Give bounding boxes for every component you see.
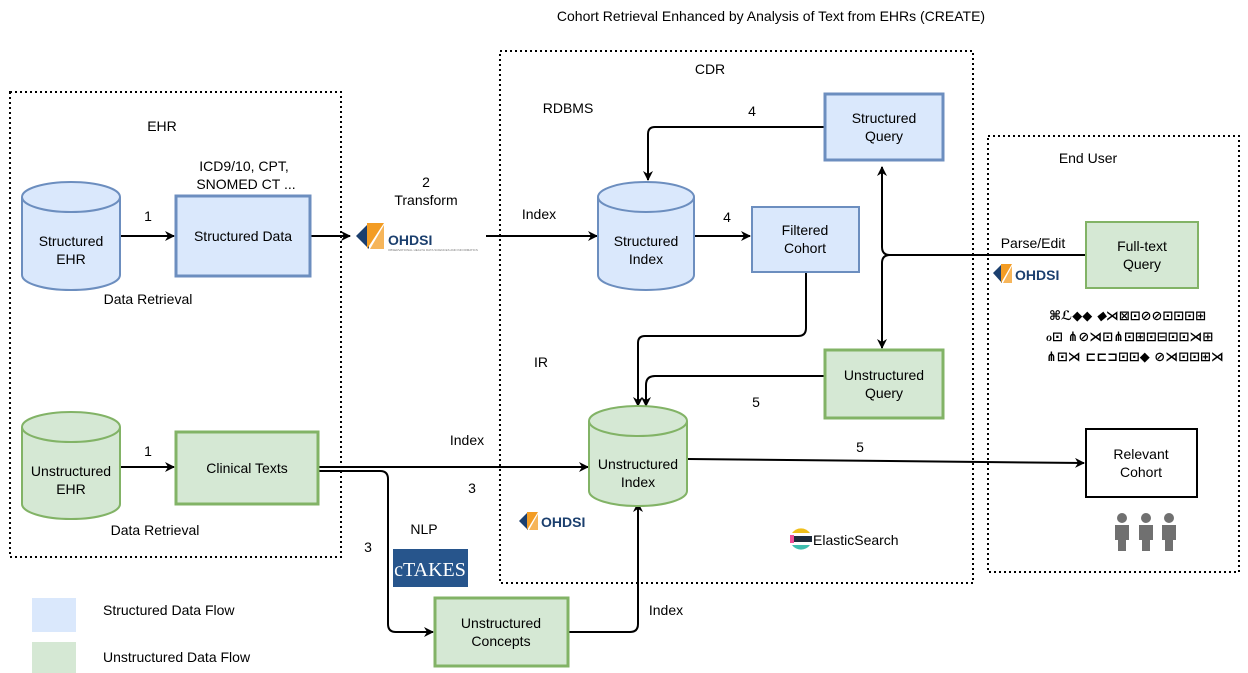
- unstructured-concepts-line1: Unstructured: [461, 615, 541, 631]
- structured-index-line1: Structured: [614, 233, 679, 249]
- person-icon: [1162, 513, 1176, 551]
- structured-query-box: Structured Query: [823, 92, 945, 162]
- edge-concepts-to-unstructured-index: [568, 502, 643, 633]
- structured-data-box: Structured Data: [174, 194, 312, 278]
- data-retrieval-unstructured-label: Data Retrieval: [111, 522, 200, 538]
- transform-label: Transform: [394, 192, 457, 208]
- edge-fulltext-to-unstructured-query: [877, 254, 891, 349]
- structured-ehr-line2: EHR: [56, 251, 86, 267]
- unstructured-query-line1: Unstructured: [844, 367, 924, 383]
- structured-index-line2: Index: [629, 251, 663, 267]
- cdr-region-label: CDR: [695, 61, 725, 77]
- svg-text:⋔⊡⋊ ⊏⊏⊐⊡⊡◆ ⊘⋊⊡⊡⊞⋊: ⋔⊡⋊ ⊏⊏⊐⊡⊡◆ ⊘⋊⊡⊡⊞⋊: [1046, 350, 1224, 365]
- index-label-structured: Index: [522, 206, 556, 222]
- unstructured-concepts-box: Unstructured Concepts: [433, 596, 570, 668]
- ohdsi-logo-main-tagline: OBSERVATIONAL HEALTH DATA SCIENCES AND I…: [388, 248, 478, 252]
- step-1-structured-label: 1: [144, 208, 152, 224]
- elasticsearch-logo: [790, 528, 812, 550]
- nlp-label: NLP: [410, 521, 437, 537]
- svg-text:⌘ℒ◆◆ ⬥⋊⊠⊡⊘⊘⊡⊡⊡⊞: ⌘ℒ◆◆ ⬥⋊⊠⊡⊘⊘⊡⊡⊡⊞: [1049, 309, 1206, 324]
- unstructured-query-box: Unstructured Query: [823, 348, 945, 420]
- person-icon: [1115, 513, 1129, 551]
- structured-index: Structured Index: [597, 181, 695, 291]
- edge-texts-to-concepts: [318, 470, 434, 637]
- legend-unstructured-label: Unstructured Data Flow: [103, 649, 251, 665]
- ctakes-logo: cTAKES: [393, 549, 468, 587]
- users-icon: [1115, 513, 1176, 551]
- index-label-concepts: Index: [649, 602, 683, 618]
- edge-unstructured-index-to-relevant-cohort: [687, 457, 1085, 468]
- unstructured-concepts-line2: Concepts: [471, 633, 530, 649]
- filtered-cohort-box: Filtered Cohort: [751, 206, 860, 273]
- rdbms-label: RDBMS: [543, 100, 594, 116]
- ir-label: IR: [534, 354, 548, 370]
- unstructured-index-line2: Index: [621, 474, 655, 490]
- ohdsi-logo-ir: OHDSI: [519, 512, 585, 530]
- relevant-cohort-box: Relevant Cohort: [1085, 428, 1198, 498]
- icd-codes-line2: SNOMED CT ...: [196, 176, 295, 192]
- legend-unstructured-swatch: [32, 642, 76, 673]
- parse-edit-label: Parse/Edit: [1001, 235, 1066, 251]
- unstructured-ehr-line2: EHR: [56, 481, 86, 497]
- unstructured-ehr-line1: Unstructured: [31, 463, 111, 479]
- unstructured-index-line1: Unstructured: [598, 456, 678, 472]
- full-text-query-line1: Full-text: [1117, 238, 1167, 254]
- step-3-index-label: 3: [468, 480, 476, 496]
- legend-structured-swatch: [32, 598, 76, 632]
- data-retrieval-structured-label: Data Retrieval: [104, 291, 193, 307]
- index-label-texts: Index: [450, 432, 484, 448]
- legend-structured-label: Structured Data Flow: [103, 602, 235, 618]
- structured-ehr-line1: Structured: [39, 233, 104, 249]
- decorative-glyph-text: ⌘ℒ◆◆ ⬥⋊⊠⊡⊘⊘⊡⊡⊡⊞ ℴ⊡ ⋔⊘⋊⊡⋔⊡⊞⊡⊟⊡⊡⋊⊞ ⋔⊡⋊ ⊏⊏⊐…: [1046, 309, 1224, 365]
- ohdsi-logo-end-user: OHDSI: [993, 264, 1059, 283]
- filtered-cohort-line1: Filtered: [782, 222, 829, 238]
- ohdsi-logo-ir-text: OHDSI: [541, 514, 585, 530]
- full-text-query-line2: Query: [1123, 256, 1161, 272]
- person-icon: [1139, 513, 1153, 551]
- transform-step-number: 2: [422, 174, 430, 190]
- relevant-cohort-line1: Relevant: [1113, 446, 1168, 462]
- edge-unstructured-query-to-index: [641, 375, 825, 407]
- end-user-region: [987, 135, 1240, 573]
- clinical-texts-label: Clinical Texts: [206, 460, 287, 476]
- ctakes-logo-text: cTAKES: [394, 559, 466, 581]
- svg-text:ℴ⊡ ⋔⊘⋊⊡⋔⊡⊞⊡⊟⊡⊡⋊⊞: ℴ⊡ ⋔⊘⋊⊡⋔⊡⊞⊡⊟⊡⊡⋊⊞: [1046, 330, 1213, 345]
- unstructured-ehr: Unstructured EHR: [21, 411, 121, 520]
- ohdsi-logo-main-text: OHDSI: [388, 232, 432, 248]
- structured-query-line2: Query: [865, 128, 903, 144]
- step-3-nlp-label: 3: [364, 539, 372, 555]
- filtered-cohort-line2: Cohort: [784, 240, 826, 256]
- edges: [120, 126, 1085, 637]
- legend: Structured Data Flow Unstructured Data F…: [32, 598, 251, 673]
- diagram-title: Cohort Retrieval Enhanced by Analysis of…: [557, 8, 985, 24]
- edge-filtered-cohort-to-unstructured-index: [633, 272, 807, 407]
- structured-query-line1: Structured: [852, 110, 917, 126]
- edge-structured-query-to-index: [643, 126, 825, 181]
- end-user-region-label: End User: [1059, 150, 1118, 166]
- full-text-query-box: Full-text Query: [1085, 221, 1199, 289]
- step-1-unstructured-label: 1: [144, 443, 152, 459]
- elasticsearch-label: ElasticSearch: [813, 532, 899, 548]
- step-4-filter-label: 4: [723, 209, 731, 225]
- relevant-cohort-line2: Cohort: [1120, 464, 1162, 480]
- structured-ehr: Structured EHR: [21, 181, 121, 291]
- step-5-query-label: 5: [752, 394, 760, 410]
- icd-codes-line1: ICD9/10, CPT,: [199, 158, 288, 174]
- structured-data-label: Structured Data: [194, 228, 292, 244]
- cdr-region: [499, 50, 974, 584]
- clinical-texts-box: Clinical Texts: [174, 430, 320, 506]
- step-4-query-label: 4: [748, 103, 756, 119]
- step-5-result-label: 5: [856, 439, 864, 455]
- unstructured-index: Unstructured Index: [588, 405, 688, 507]
- ohdsi-logo-main: OHDSI OBSERVATIONAL HEALTH DATA SCIENCES…: [356, 223, 478, 252]
- ohdsi-logo-end-user-text: OHDSI: [1015, 267, 1059, 283]
- ehr-region-label: EHR: [147, 118, 177, 134]
- ehr-region: [9, 91, 342, 558]
- unstructured-query-line2: Query: [865, 385, 903, 401]
